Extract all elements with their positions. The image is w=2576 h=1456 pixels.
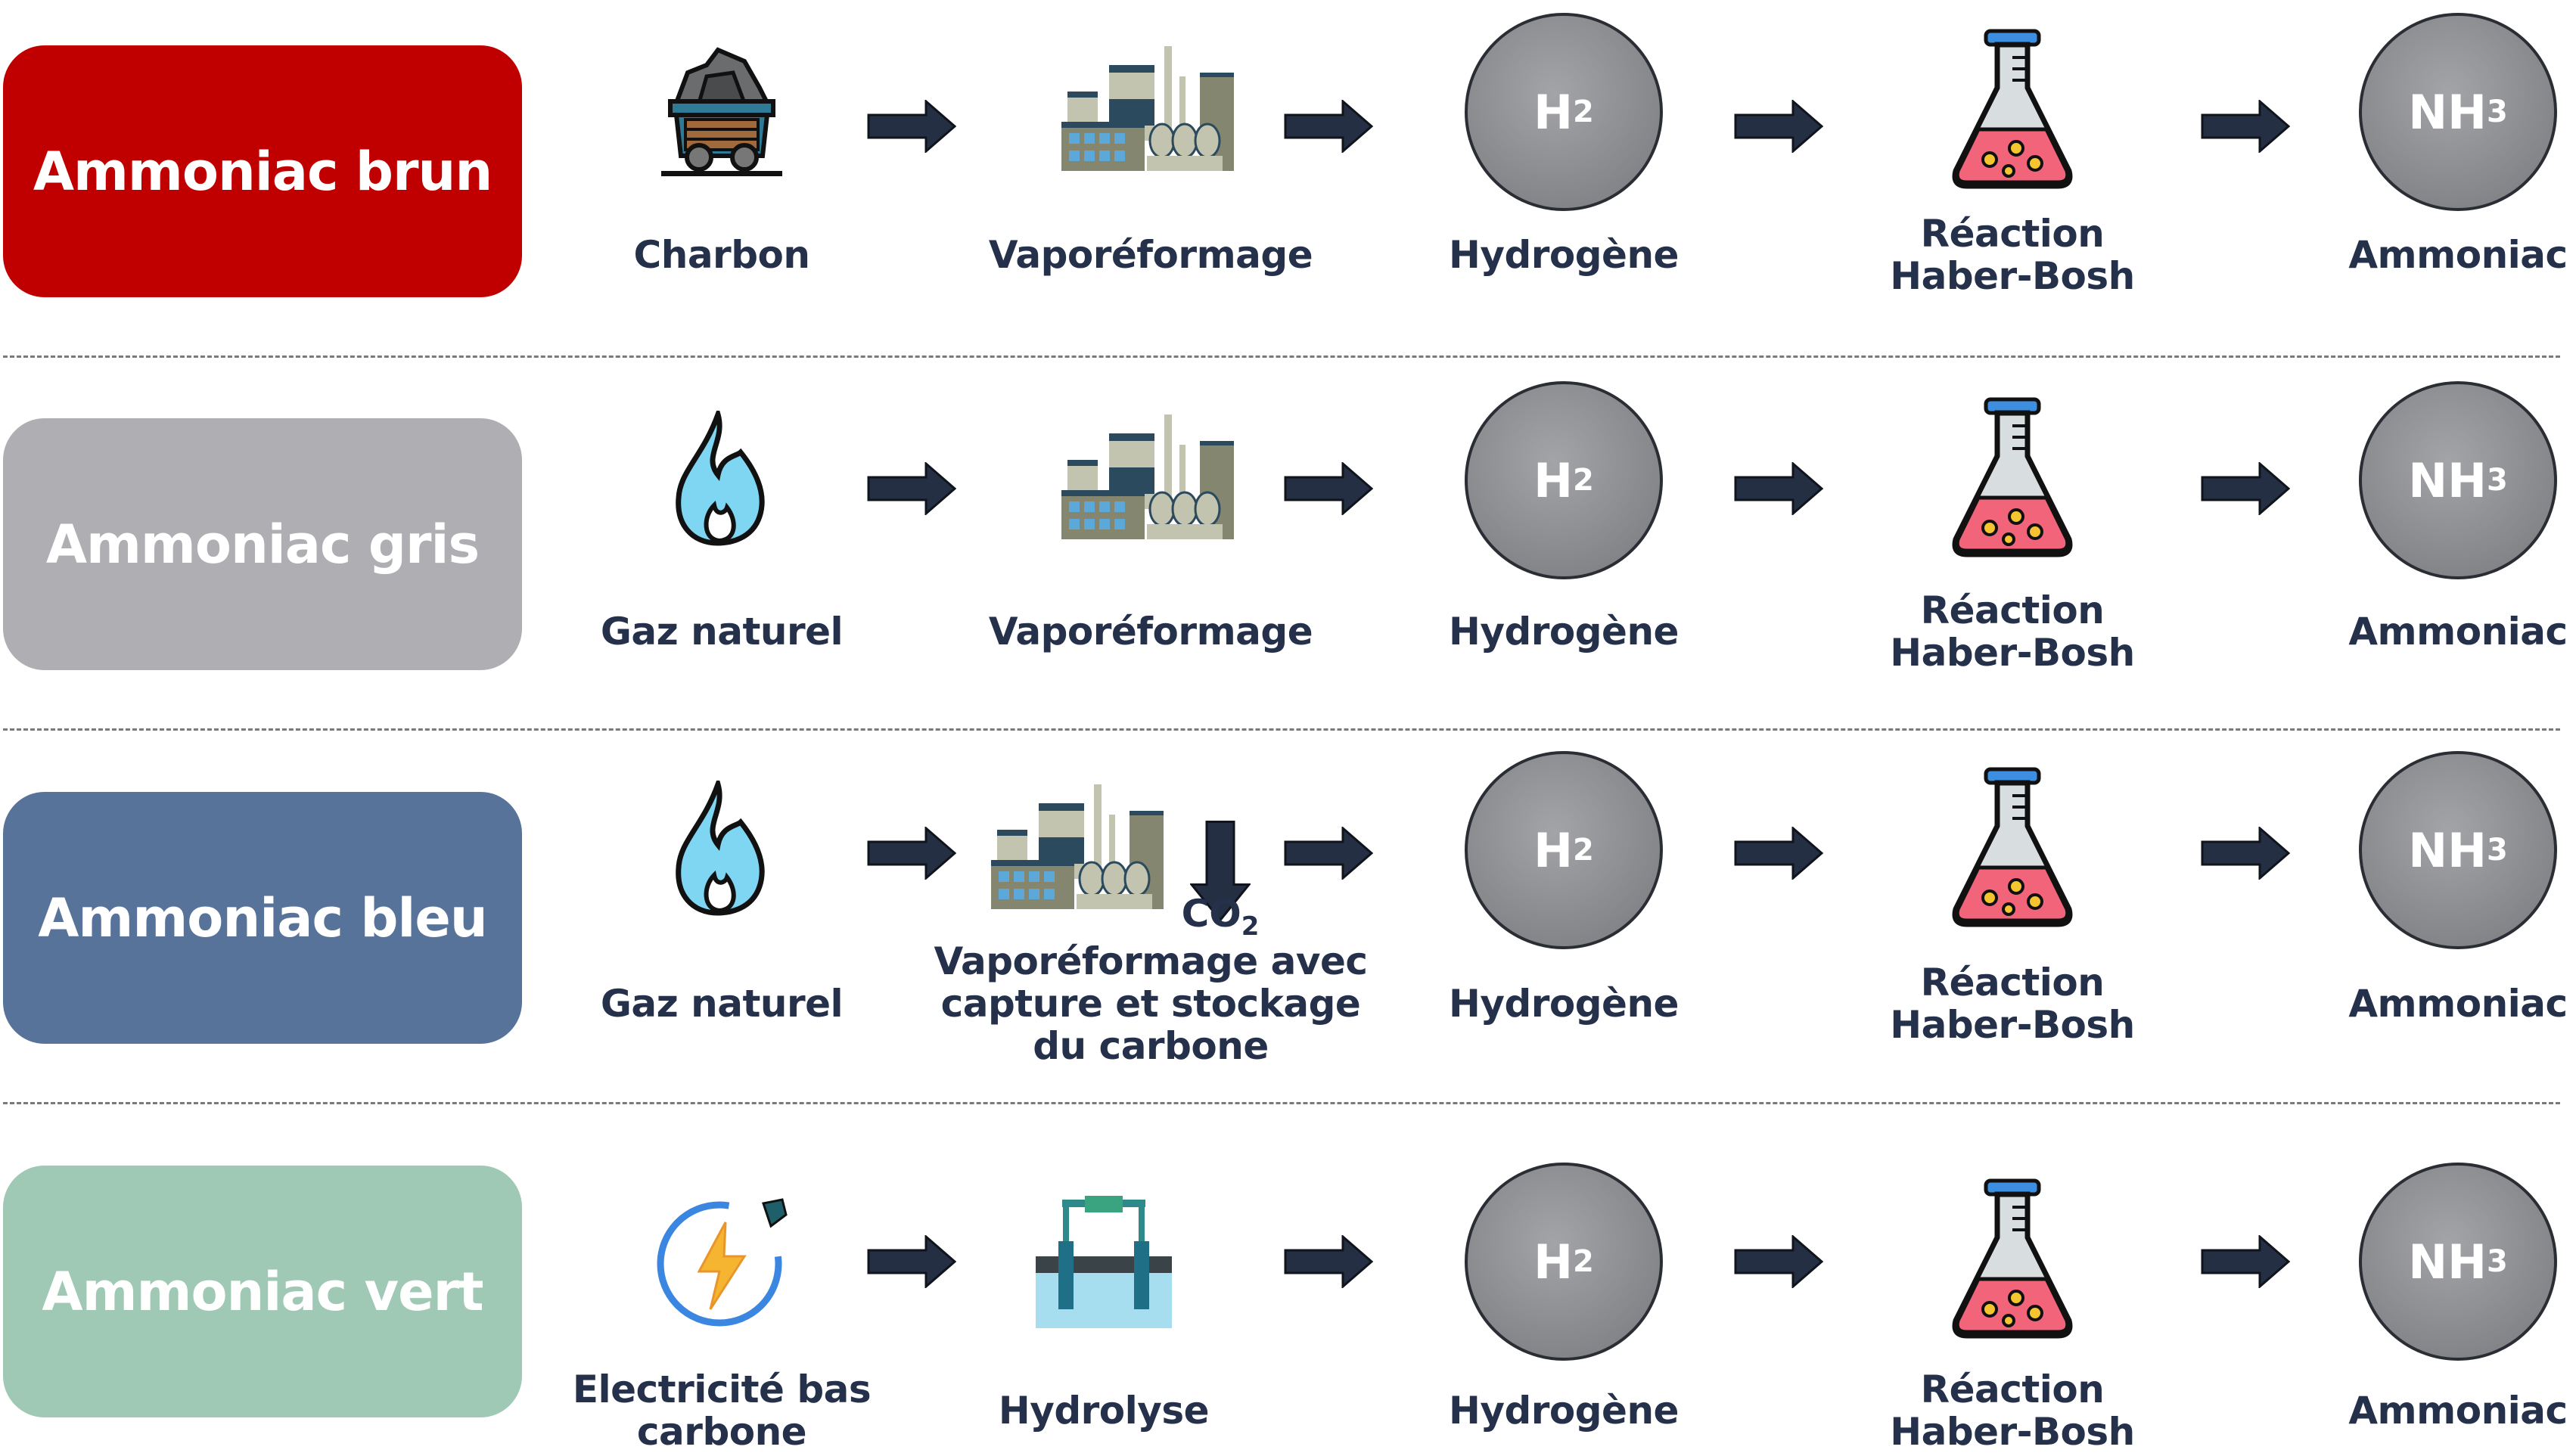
- ammonia-label: Ammoniac: [2348, 610, 2568, 653]
- right-arrow-icon: [2201, 461, 2291, 517]
- hydrogen-label: Hydrogène: [1449, 982, 1679, 1026]
- right-arrow-icon: [1284, 98, 1374, 154]
- factory-icon: [990, 784, 1171, 916]
- flask-icon: [1944, 396, 2080, 565]
- flask-icon: [1944, 1177, 2080, 1346]
- right-arrow-icon: [867, 461, 957, 517]
- down-arrow-icon: [1189, 821, 1252, 926]
- flask-icon: [1944, 765, 2080, 935]
- hydrogen-label: Hydrogène: [1449, 1389, 1679, 1433]
- factory-icon: [1060, 414, 1241, 546]
- right-arrow-icon: [1284, 461, 1374, 517]
- hydrogen-circle-subscript: 2: [1573, 833, 1594, 868]
- ammonia-label: Ammoniac: [2348, 1389, 2568, 1433]
- coal-cart-icon: [654, 42, 790, 182]
- ammonia-circle-symbol: NH: [2408, 84, 2487, 140]
- ammonia-circle-symbol: NH: [2408, 1234, 2487, 1290]
- pathway-title-box: Ammoniac bleu: [3, 792, 522, 1044]
- pathway-title-box: Ammoniac gris: [3, 418, 522, 670]
- reaction-label: Réaction Haber-Bosh: [1890, 1368, 2135, 1454]
- right-arrow-icon: [867, 1234, 957, 1290]
- co2-text: CO: [1181, 892, 1241, 936]
- co2-subscript: 2: [1241, 911, 1260, 942]
- source-label: Gaz naturel: [600, 982, 844, 1026]
- row-divider: [3, 355, 2560, 358]
- hydrogen-circle-subscript: 2: [1573, 463, 1594, 498]
- ammonia-circle-subscript: 3: [2486, 463, 2508, 498]
- reaction-label: Réaction Haber-Bosh: [1890, 588, 2135, 675]
- source-label: Electricité bas carbone: [572, 1368, 872, 1454]
- hydrogen-label: Hydrogène: [1449, 233, 1679, 277]
- right-arrow-icon: [867, 98, 957, 154]
- hydrogen-circle-symbol: H: [1533, 1234, 1574, 1290]
- source-label: Charbon: [633, 233, 810, 277]
- right-arrow-icon: [2201, 825, 2291, 881]
- hydrogen-label: Hydrogène: [1449, 610, 1679, 653]
- right-arrow-icon: [1734, 461, 1824, 517]
- right-arrow-icon: [2201, 98, 2291, 154]
- source-label: Gaz naturel: [600, 610, 844, 653]
- ammonia-label: Ammoniac: [2348, 982, 2568, 1026]
- ammonia-circle-symbol: NH: [2408, 452, 2487, 508]
- ammonia-circle-subscript: 3: [2486, 95, 2508, 129]
- row-divider: [3, 728, 2560, 731]
- right-arrow-icon: [1284, 1234, 1374, 1290]
- ammonia-circle-subscript: 3: [2486, 833, 2508, 868]
- flame-icon: [673, 775, 771, 920]
- process-label: Hydrolyse: [998, 1389, 1210, 1433]
- right-arrow-icon: [2201, 1234, 2291, 1290]
- ammonia-circle-subscript: 3: [2486, 1244, 2508, 1279]
- process-label: Vaporéformage avec capture et stockage d…: [934, 939, 1368, 1068]
- hydrogen-circle-subscript: 2: [1573, 1244, 1594, 1279]
- right-arrow-icon: [1734, 98, 1824, 154]
- right-arrow-icon: [1284, 825, 1374, 881]
- hydrogen-circle-symbol: H: [1533, 452, 1574, 508]
- co2-label: CO2: [1182, 892, 1260, 942]
- hydrogen-circle-subscript: 2: [1573, 95, 1594, 129]
- pathway-title-box: Ammoniac vert: [3, 1166, 522, 1417]
- process-label: Vaporéformage: [988, 233, 1313, 277]
- right-arrow-icon: [1734, 1234, 1824, 1290]
- row-divider: [3, 1102, 2560, 1104]
- factory-icon: [1060, 46, 1241, 178]
- ammonia-circle-symbol: NH: [2408, 822, 2487, 878]
- flame-icon: [673, 405, 771, 550]
- reaction-label: Réaction Haber-Bosh: [1890, 212, 2135, 298]
- ammonia-label: Ammoniac: [2348, 233, 2568, 277]
- right-arrow-icon: [867, 825, 957, 881]
- hydrogen-circle-symbol: H: [1533, 822, 1574, 878]
- process-label: Vaporéformage: [988, 610, 1313, 653]
- pathway-title-box: Ammoniac brun: [3, 45, 522, 297]
- reaction-label: Réaction Haber-Bosh: [1890, 961, 2135, 1047]
- electrolysis-icon: [1032, 1188, 1176, 1335]
- hydrogen-circle-symbol: H: [1533, 84, 1574, 140]
- flask-icon: [1944, 27, 2080, 197]
- electricity-icon: [650, 1188, 794, 1335]
- right-arrow-icon: [1734, 825, 1824, 881]
